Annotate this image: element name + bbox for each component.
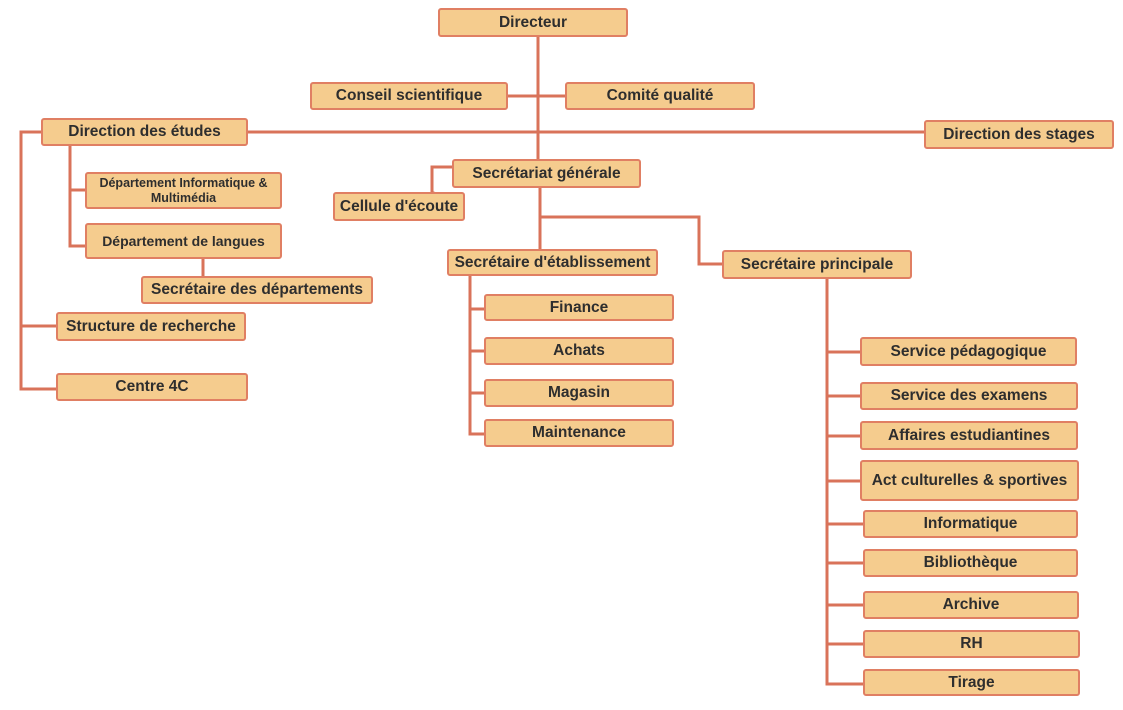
node-comite-qualite[interactable]: Comité qualité bbox=[565, 82, 755, 110]
node-secretaire-departements[interactable]: Secrétaire des départements bbox=[141, 276, 373, 304]
node-secretaire-etablissement[interactable]: Secrétaire d'établissement bbox=[447, 249, 658, 276]
node-dept-informatique[interactable]: Département Informatique & Multimédia bbox=[85, 172, 282, 209]
node-archive[interactable]: Archive bbox=[863, 591, 1079, 619]
node-centre-4c[interactable]: Centre 4C bbox=[56, 373, 248, 401]
node-magasin[interactable]: Magasin bbox=[484, 379, 674, 407]
node-affaires-estudiantines[interactable]: Affaires estudiantines bbox=[860, 421, 1078, 450]
node-cellule-ecoute[interactable]: Cellule d'écoute bbox=[333, 192, 465, 221]
node-maintenance[interactable]: Maintenance bbox=[484, 419, 674, 447]
node-act-culturelles[interactable]: Act culturelles & sportives bbox=[860, 460, 1079, 501]
node-rh[interactable]: RH bbox=[863, 630, 1080, 658]
node-direction-stages[interactable]: Direction des stages bbox=[924, 120, 1114, 149]
node-secretariat-generale[interactable]: Secrétariat générale bbox=[452, 159, 641, 188]
node-bibliotheque[interactable]: Bibliothèque bbox=[863, 549, 1078, 577]
node-conseil-scientifique[interactable]: Conseil scientifique bbox=[310, 82, 508, 110]
node-secretaire-principale[interactable]: Secrétaire principale bbox=[722, 250, 912, 279]
node-tirage[interactable]: Tirage bbox=[863, 669, 1080, 696]
node-dept-langues[interactable]: Département de langues bbox=[85, 223, 282, 259]
node-directeur[interactable]: Directeur bbox=[438, 8, 628, 37]
node-direction-etudes[interactable]: Direction des études bbox=[41, 118, 248, 146]
node-informatique[interactable]: Informatique bbox=[863, 510, 1078, 538]
node-achats[interactable]: Achats bbox=[484, 337, 674, 365]
node-service-pedagogique[interactable]: Service pédagogique bbox=[860, 337, 1077, 366]
node-service-examens[interactable]: Service des examens bbox=[860, 382, 1078, 410]
node-finance[interactable]: Finance bbox=[484, 294, 674, 321]
node-structure-recherche[interactable]: Structure de recherche bbox=[56, 312, 246, 341]
